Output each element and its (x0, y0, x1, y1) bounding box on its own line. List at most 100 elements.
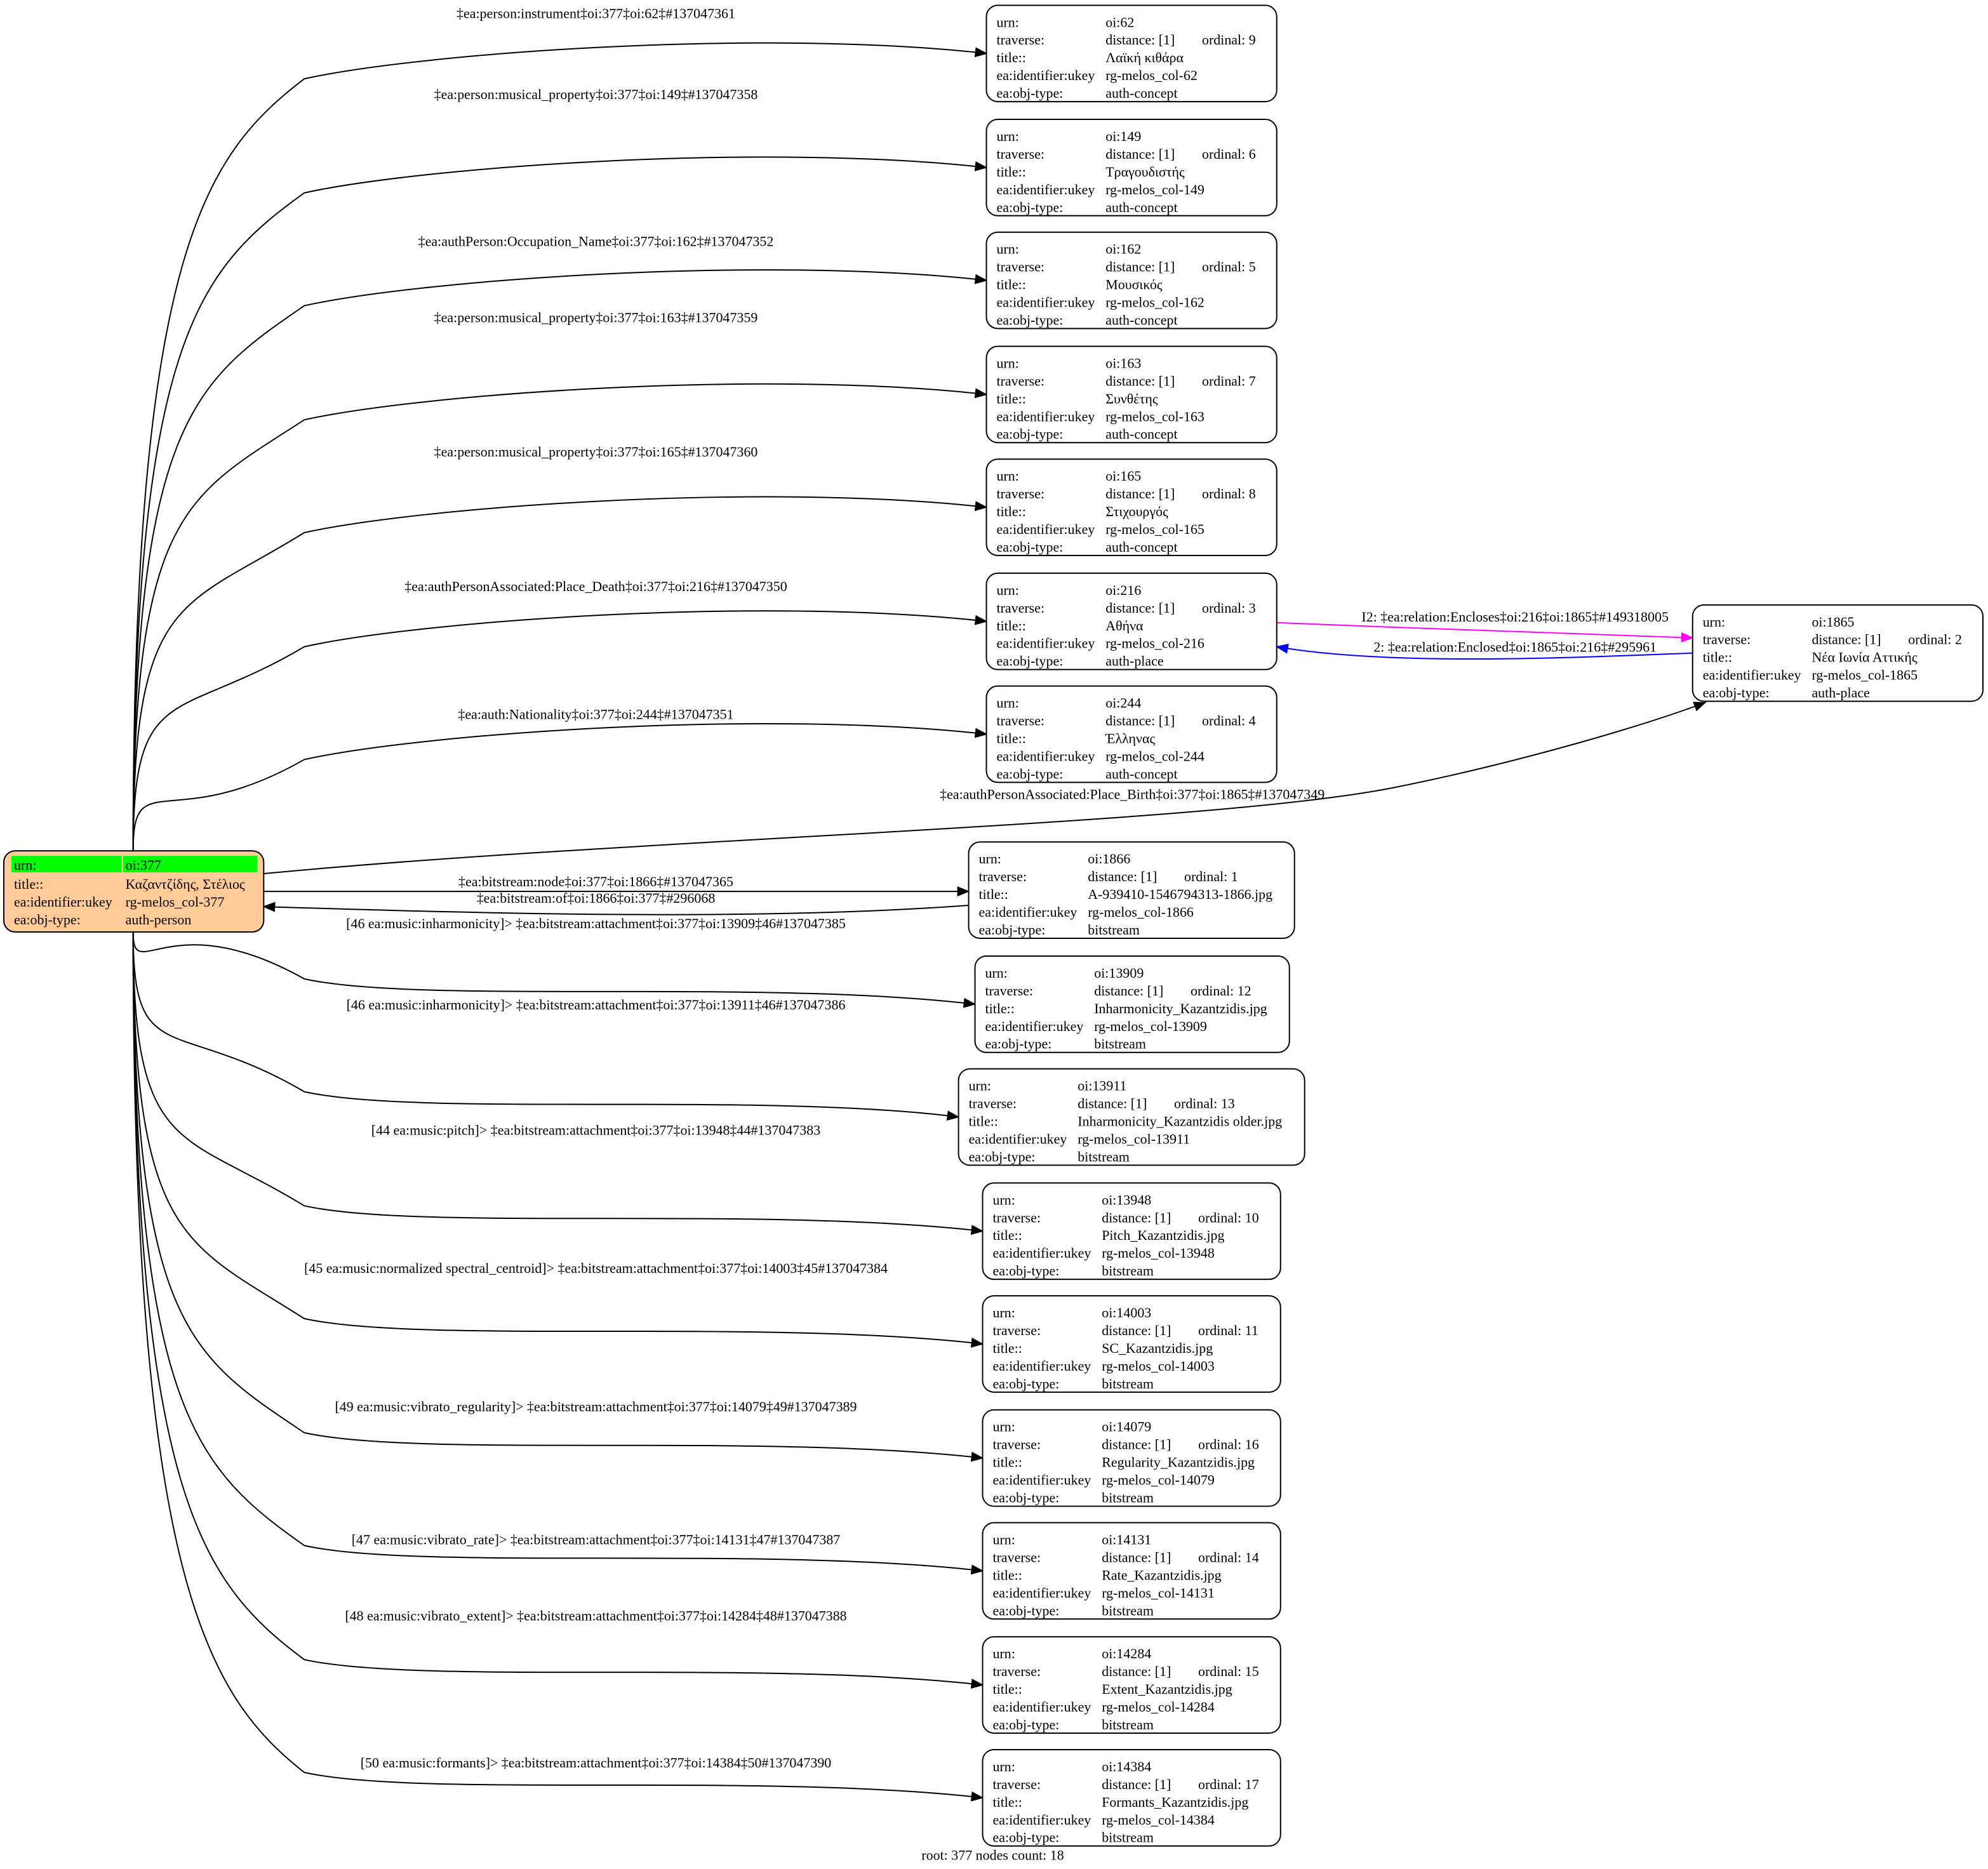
node-urn-label: urn: (1703, 614, 1725, 630)
edge-label: [48 ea:music:vibrato_extent]> ‡ea:bitstr… (345, 1607, 846, 1623)
node-box[interactable] (974, 955, 1290, 1053)
node-distance: distance: [1] (1105, 486, 1175, 502)
node-title: Στιχουργός (1105, 503, 1168, 519)
node-urn: oi:165 (1105, 468, 1141, 484)
node-distance-label: traverse: (993, 1663, 1041, 1679)
edge-label: ‡ea:authPerson:Occupation_Name‡oi:377‡oi… (418, 234, 774, 249)
node-urn: oi:14131 (1102, 1531, 1151, 1547)
node-title-label: title:: (996, 50, 1025, 65)
node-title-label: title:: (993, 1681, 1022, 1697)
root-ukey-label: ea:identifier:ukey (14, 894, 112, 910)
edge-1866-to-377 (262, 901, 969, 915)
node-ukey: rg-melos_col-1865 (1811, 667, 1918, 683)
edge-377-to-14384 (132, 932, 984, 1802)
node-box[interactable] (982, 1636, 1281, 1734)
node-title-label: title:: (996, 730, 1025, 746)
node-box[interactable] (985, 231, 1278, 329)
node-ukey: rg-melos_col-163 (1105, 408, 1204, 424)
edge-377-to-14079 (132, 932, 984, 1462)
node-box[interactable] (985, 119, 1278, 216)
node-ukey-label: ea:identifier:ukey (993, 1699, 1091, 1715)
node-ukey-label: ea:identifier:ukey (1703, 667, 1801, 683)
node-box[interactable] (957, 1068, 1305, 1166)
node-title-label: title:: (993, 1794, 1022, 1810)
node-ordinal: ordinal: 3 (1202, 600, 1256, 616)
root-urn-label: urn: (14, 857, 36, 873)
node-type: bitstream (1102, 1602, 1154, 1618)
node-distance: distance: [1] (1102, 1663, 1171, 1679)
node-title: Λαϊκή κιθάρα (1105, 50, 1184, 65)
node-box[interactable] (982, 1409, 1281, 1507)
node-box[interactable] (1691, 604, 1984, 702)
node-distance-label: traverse: (996, 373, 1044, 389)
node-distance: distance: [1] (1102, 1776, 1171, 1792)
node-ordinal: ordinal: 9 (1202, 32, 1256, 48)
node-type: auth-concept (1105, 312, 1177, 328)
node-distance-label: traverse: (979, 868, 1027, 884)
node-type: bitstream (1094, 1036, 1146, 1052)
node-urn: oi:14284 (1102, 1646, 1151, 1661)
node-urn-label: urn: (996, 355, 1018, 371)
node-urn: oi:162 (1105, 241, 1141, 257)
node-box[interactable] (982, 1182, 1281, 1280)
node-box[interactable] (985, 345, 1278, 444)
node-title: Pitch_Kazantzidis.jpg (1102, 1227, 1224, 1243)
root-urn-highlight-label (11, 856, 122, 873)
node-urn-label: urn: (996, 128, 1018, 144)
node-box[interactable] (982, 1295, 1281, 1393)
node-box[interactable] (982, 1748, 1281, 1847)
edge-label: ‡ea:bitstream:node‡oi:377‡oi:1866‡#13704… (458, 874, 733, 889)
node-urn-label: urn: (993, 1419, 1015, 1435)
root-title: Καζαντζίδης, Στέλιος (126, 876, 245, 892)
node-type: bitstream (1102, 1376, 1154, 1392)
node-box[interactable] (985, 685, 1278, 783)
node-distance-label: traverse: (993, 1209, 1041, 1225)
node-urn: oi:13911 (1077, 1078, 1126, 1094)
node-ukey: rg-melos_col-14003 (1102, 1358, 1215, 1374)
node-urn-label: urn: (996, 14, 1018, 30)
root-node[interactable]: urn: oi:377 title:: Καζαντζίδης, Στέλιος… (3, 850, 265, 933)
node-box[interactable] (985, 458, 1278, 556)
edge-377-to-1865 (264, 702, 1707, 875)
node-box[interactable] (985, 4, 1278, 103)
node-urn: oi:1865 (1811, 614, 1854, 630)
edge-label: ‡ea:bitstream:of‡oi:1866‡oi:377‡#296068 (477, 890, 716, 906)
node-urn: oi:13948 (1102, 1192, 1151, 1207)
node-title-label: title:: (1703, 649, 1732, 665)
edge-label: 2: ‡ea:relation:Enclosed‡oi:1865‡oi:216‡… (1373, 639, 1657, 655)
node-ordinal: ordinal: 14 (1198, 1549, 1259, 1565)
node-urn: oi:149 (1105, 128, 1141, 144)
root-urn: oi:377 (126, 857, 161, 873)
node-distance: distance: [1] (1102, 1549, 1171, 1565)
node-box[interactable] (985, 572, 1278, 670)
node-box[interactable] (968, 841, 1295, 939)
node-ordinal: ordinal: 2 (1908, 632, 1962, 648)
node-type-label: ea:obj-type: (996, 426, 1063, 442)
node-title: Inharmonicity_Kazantzidis older.jpg (1077, 1114, 1282, 1129)
node-box[interactable] (982, 1522, 1281, 1620)
node-title: A-939410-1546794313-1866.jpg (1088, 886, 1272, 902)
node-distance: distance: [1] (1105, 713, 1175, 729)
node-type: auth-concept (1105, 426, 1177, 442)
node-distance: distance: [1] (1105, 146, 1175, 162)
node-ukey-label: ea:identifier:ukey (996, 521, 1095, 537)
edge-377-to-13909 (132, 932, 977, 1008)
node-ukey: rg-melos_col-14131 (1102, 1585, 1215, 1600)
